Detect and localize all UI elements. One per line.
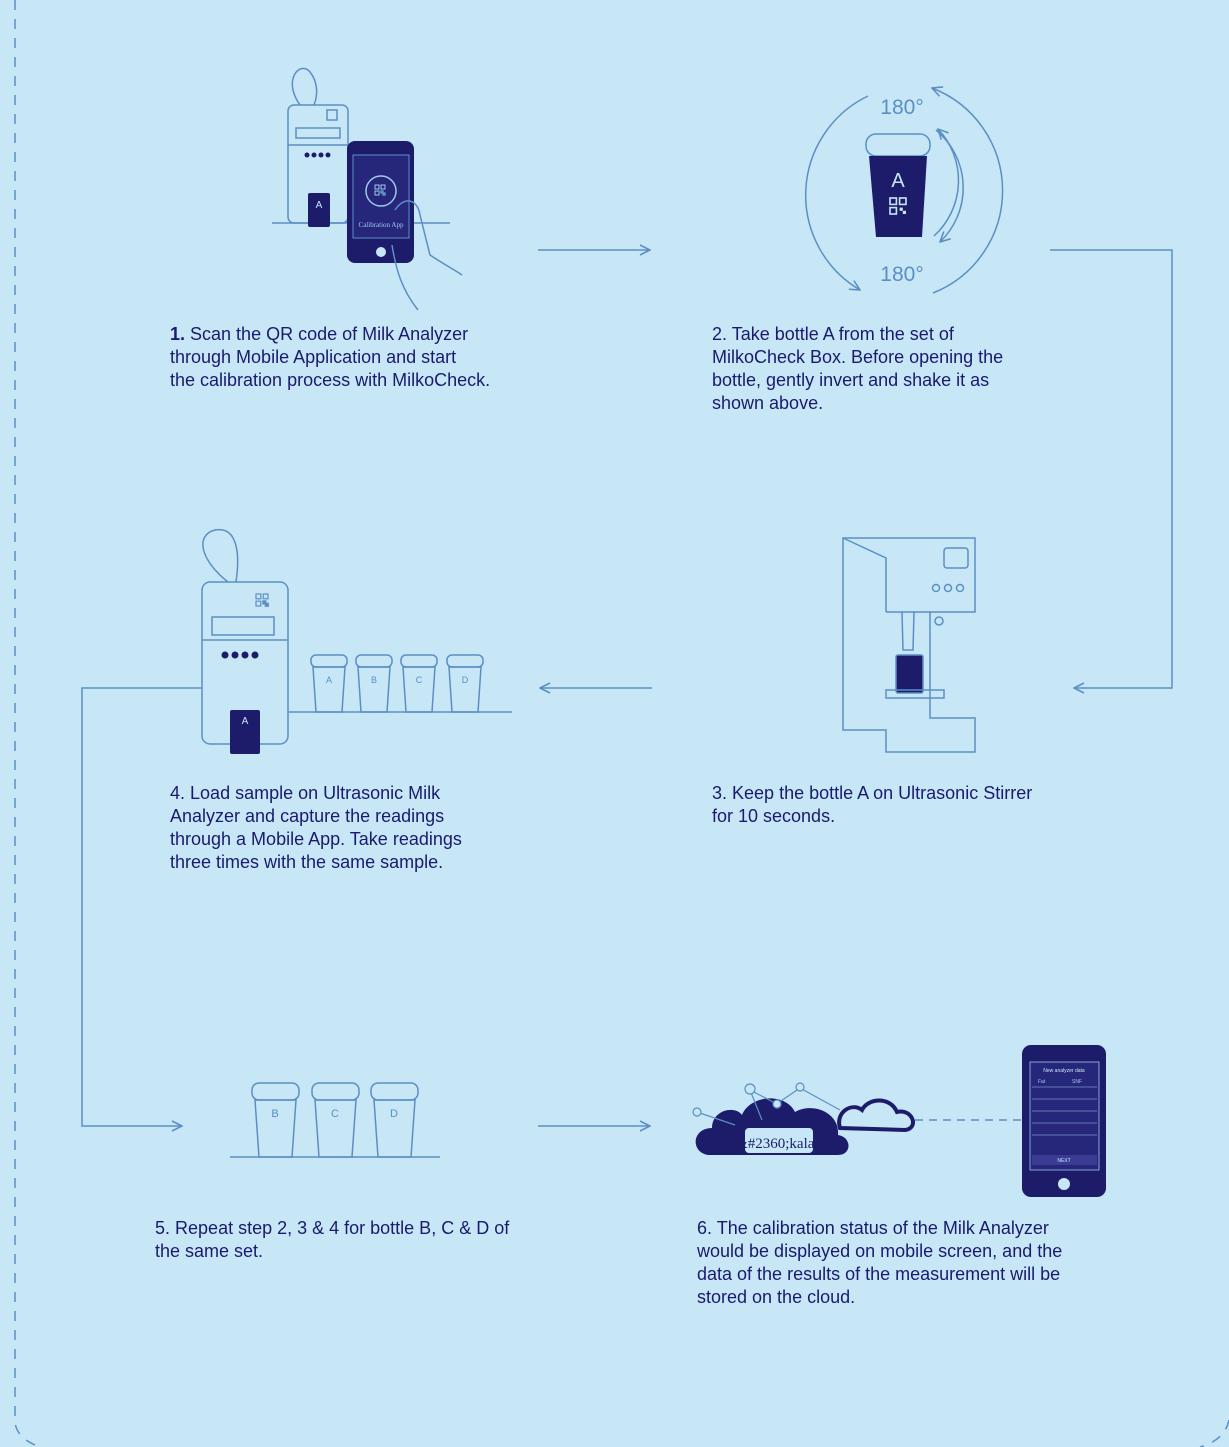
step-6-text: 6. The calibration status of the Milk An… <box>697 1217 1062 1309</box>
step-6-description: The calibration status of the Milk Analy… <box>697 1218 1063 1307</box>
col-snf: SNF <box>1072 1079 1082 1085</box>
bottle-label: C <box>416 675 423 685</box>
analyzer-next-button: NEXT <box>1057 1158 1070 1164</box>
step1-bottle-label: A <box>316 200 323 211</box>
step3-illustration <box>842 537 976 753</box>
step-4-description: Load sample on Ultrasonic Milk Analyzer … <box>170 783 462 872</box>
step-6-number: 6. <box>697 1218 713 1238</box>
bottle-row-4: A B C D <box>310 654 484 713</box>
step-5-description: Repeat step 2, 3 & 4 for bottle B, C & D… <box>155 1218 510 1261</box>
step-2-number: 2. <box>712 324 728 344</box>
step-5-text: 5. Repeat step 2, 3 & 4 for bottle B, C … <box>155 1217 509 1263</box>
bottle-label: C <box>331 1108 339 1120</box>
step2-illustration: A 180° 180° <box>804 88 1004 294</box>
rotation-label-bottom: 180° <box>880 263 923 286</box>
step-3-text: 3. Keep the bottle A on Ultrasonic Stirr… <box>712 782 1032 828</box>
phone-app-label: Calibration App <box>359 221 404 229</box>
arrow-2-to-3 <box>1050 249 1173 688</box>
step4-active-bottle-label: A <box>242 716 249 727</box>
bottle-label: B <box>371 675 377 685</box>
step-1-description: Scan the QR code of Milk Analyzer throug… <box>170 324 491 390</box>
step-3-number: 3. <box>712 783 728 803</box>
step4-illustration: A A B C D <box>201 529 512 754</box>
cloud-logo: &#2360;kalan <box>736 1136 822 1152</box>
step-2-text: 2. Take bottle A from the set of MilkoCh… <box>712 323 1003 415</box>
dashed-border-left <box>14 0 41 1447</box>
step-2-description: Take bottle A from the set of MilkoCheck… <box>712 324 1004 413</box>
rotation-label-top: 180° <box>880 96 923 119</box>
step-4-number: 4. <box>170 783 186 803</box>
step2-bottle-label: A <box>891 170 905 192</box>
bottle-label: B <box>271 1108 278 1120</box>
col-fat: Fat <box>1038 1079 1046 1085</box>
step5-illustration: B C D <box>230 1082 440 1158</box>
arrow-4-to-5 <box>81 687 202 1126</box>
step-1-number: 1. <box>170 324 186 344</box>
dashed-border-right <box>1199 1419 1229 1447</box>
analyzer-data-title: New analyzer data <box>1043 1068 1085 1074</box>
bottle-label: D <box>390 1108 398 1120</box>
bottle-label: D <box>462 675 469 685</box>
step6-illustration: &#2360;kalan New analyzer data Fat SNF N… <box>692 1045 1106 1197</box>
step-1-text: 1. Scan the QR code of Milk Analyzer thr… <box>170 323 490 392</box>
bottle-label: A <box>326 675 332 685</box>
step1-illustration: A Calibration App <box>272 67 463 311</box>
step-5-number: 5. <box>155 1218 171 1238</box>
step-4-text: 4. Load sample on Ultrasonic Milk Analyz… <box>170 782 462 874</box>
step-3-description: Keep the bottle A on Ultrasonic Stirrer … <box>712 783 1033 826</box>
